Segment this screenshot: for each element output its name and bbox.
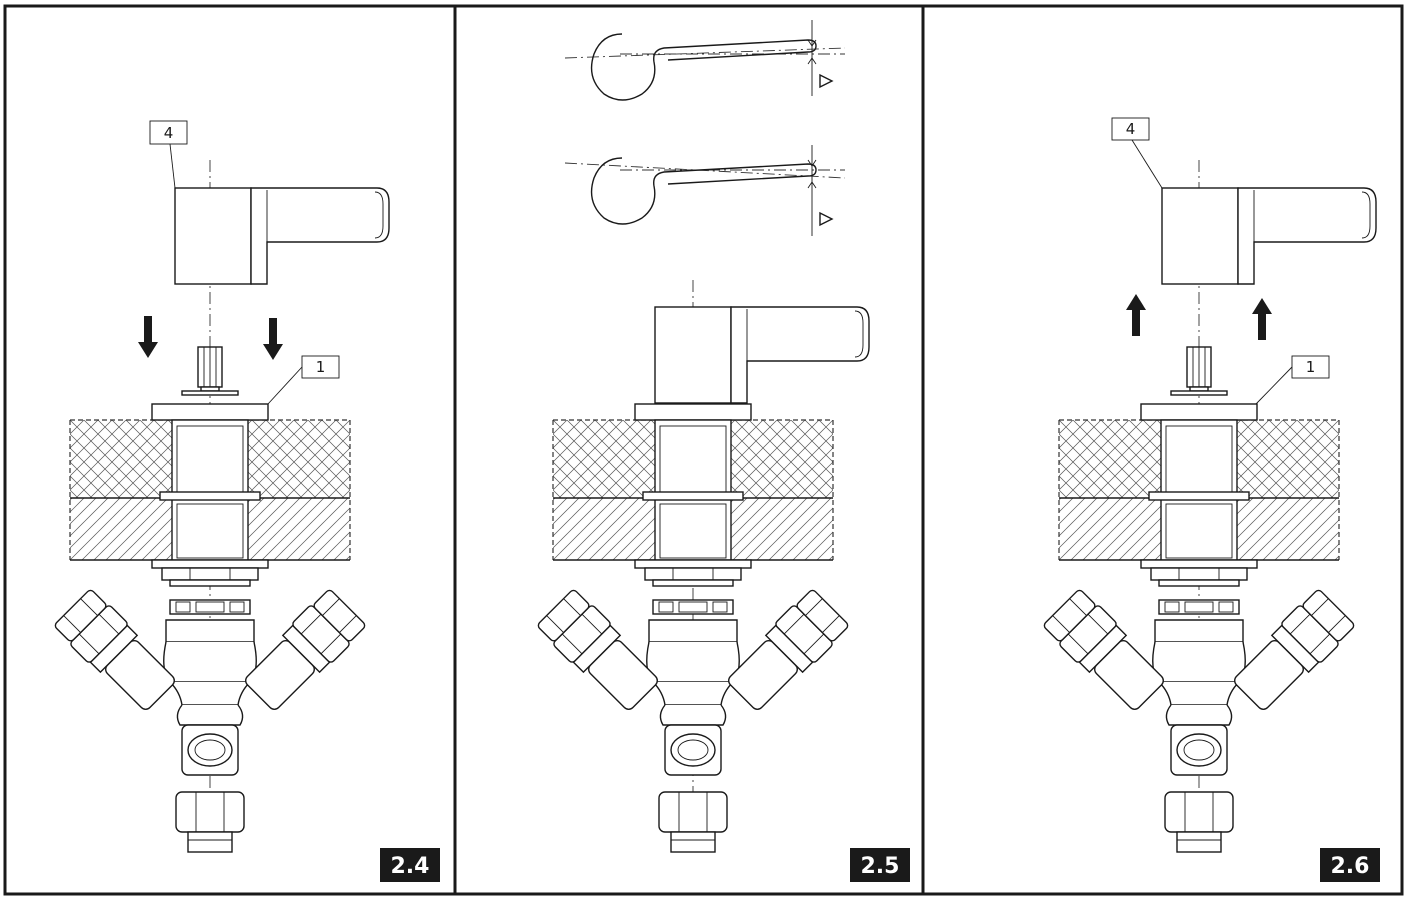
taper-triangle-icon bbox=[819, 211, 834, 227]
arrow-down-icon bbox=[263, 318, 283, 360]
part-label-4: 4 bbox=[149, 120, 188, 189]
part-label-1: 1 bbox=[1255, 355, 1330, 405]
part-label-4: 4 bbox=[1111, 117, 1163, 189]
lever-profile-top bbox=[564, 20, 846, 101]
figure-badge: 2.4 bbox=[380, 848, 440, 882]
svg-text:1: 1 bbox=[316, 358, 326, 376]
svg-text:2.5: 2.5 bbox=[861, 854, 900, 879]
svg-text:2.6: 2.6 bbox=[1331, 854, 1370, 879]
arrow-down-icon bbox=[138, 316, 158, 358]
part-label-1: 1 bbox=[267, 355, 340, 405]
svg-text:4: 4 bbox=[1126, 120, 1136, 138]
panel-2-6: 4 1 2.6 bbox=[1040, 117, 1380, 882]
svg-text:2.4: 2.4 bbox=[391, 854, 430, 879]
panel-2-5: 2.5 bbox=[534, 20, 910, 882]
figure-badge: 2.5 bbox=[850, 848, 910, 882]
taper-triangle-icon bbox=[819, 73, 834, 89]
figure-badge: 2.6 bbox=[1320, 848, 1380, 882]
arrow-up-icon bbox=[1126, 294, 1146, 336]
panel-2-4: 4 1 2.4 bbox=[51, 120, 440, 882]
outer-frame bbox=[3, 4, 1404, 896]
svg-text:1: 1 bbox=[1306, 358, 1316, 376]
lever-profile-bottom bbox=[564, 145, 846, 236]
svg-text:4: 4 bbox=[164, 124, 174, 142]
arrow-up-icon bbox=[1252, 298, 1272, 340]
